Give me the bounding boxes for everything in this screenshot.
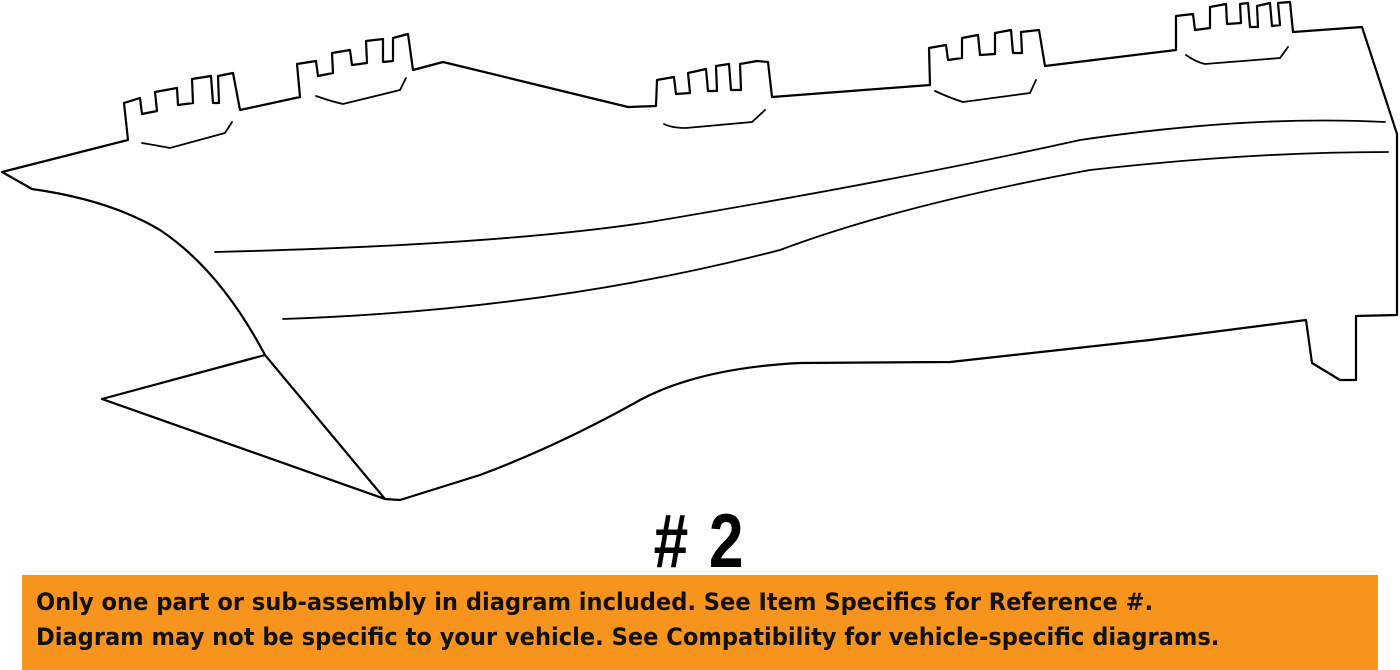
notice-line-1: Only one part or sub-assembly in diagram…: [36, 588, 1154, 616]
clip-underline-4: [934, 79, 1037, 103]
part-reference-number: # 2: [653, 499, 746, 584]
middle-contour-line: [282, 151, 1389, 320]
clip-underline-5: [1185, 46, 1289, 65]
clip-underline-3: [663, 109, 766, 129]
notice-banner: Only one part or sub-assembly in diagram…: [22, 575, 1378, 670]
part-diagram: [0, 0, 1399, 502]
part-inner-edge: [263, 353, 387, 501]
clip-underline-2: [315, 77, 407, 105]
clip-underline-1: [141, 121, 233, 149]
upper-contour-line: [214, 119, 1386, 253]
part-outline: [0, 0, 1399, 502]
notice-line-2: Diagram may not be specific to your vehi…: [36, 623, 1220, 651]
